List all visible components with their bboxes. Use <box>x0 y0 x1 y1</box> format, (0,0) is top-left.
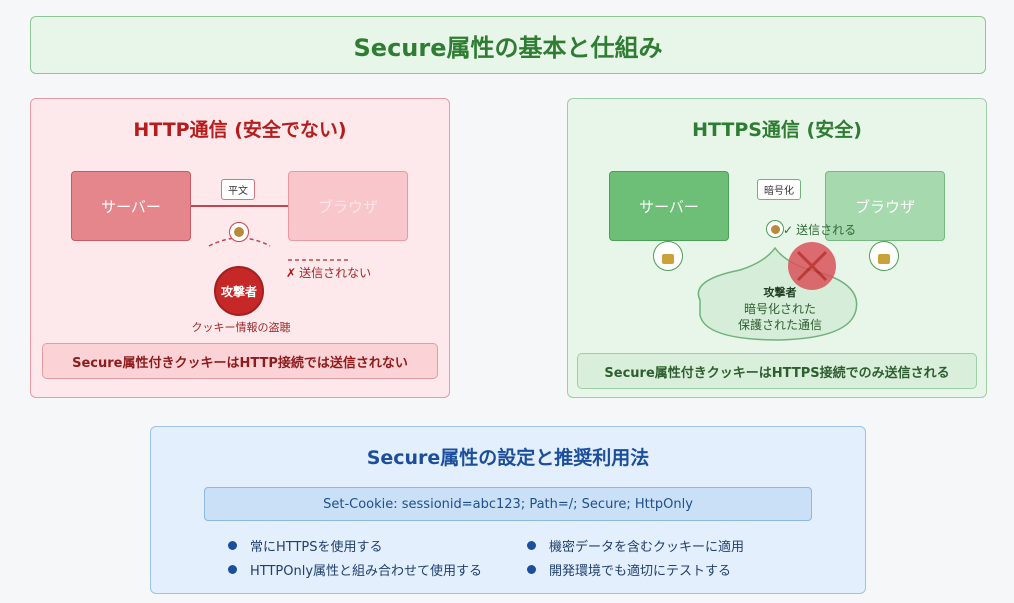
page-title: Secure属性の基本と仕組み <box>353 33 663 62</box>
https-sent-label: 送信される <box>796 223 857 237</box>
http-server-node: サーバー <box>71 171 191 241</box>
usage-bullet-1: 常にHTTPSを使用する <box>228 536 383 555</box>
https-panel-title: HTTPS通信 (安全) <box>692 119 862 141</box>
usage-bullet-text: 機密データを含むクッキーに適用 <box>549 540 745 555</box>
check-icon: ✓ <box>783 222 794 237</box>
http-browser-label: ブラウザ <box>317 197 378 216</box>
https-browser-label: ブラウザ <box>854 197 915 216</box>
http-blocked-row: ✗ 送信されない <box>286 264 371 281</box>
cross-icon: ✗ <box>286 265 297 280</box>
usage-title: Secure属性の設定と推奨利用法 <box>366 447 650 469</box>
http-theft-label: クッキー情報の盗聴 <box>191 321 291 334</box>
usage-bullet-2: HTTPOnly属性と組み合わせて使用する <box>228 560 482 579</box>
https-cookie-icon <box>766 220 784 238</box>
bubble-line1: 暗号化された <box>743 302 816 316</box>
https-server-node: サーバー <box>609 171 729 241</box>
http-panel-title: HTTP通信 (安全でない) <box>133 119 347 141</box>
http-attacker-label: 攻撃者 <box>220 284 257 299</box>
server-lock-icon <box>653 241 683 271</box>
http-browser-node: ブラウザ <box>288 171 408 241</box>
http-note: Secure属性付きクッキーはHTTP接続では送信されない <box>42 343 438 379</box>
browser-lock-icon <box>869 241 899 271</box>
usage-bullet-text: HTTPOnly属性と組み合わせて使用する <box>250 564 483 579</box>
bullet-dot-icon <box>527 565 536 574</box>
http-attacker-node: 攻撃者 <box>214 266 264 316</box>
set-cookie-code-text: Set-Cookie: sessionid=abc123; Path=/; Se… <box>323 496 693 512</box>
bullet-dot-icon <box>228 565 237 574</box>
https-note-text: Secure属性付きクッキーはHTTPS接続でのみ送信される <box>604 365 950 381</box>
http-server-label: サーバー <box>101 197 161 216</box>
https-server-label: サーバー <box>639 197 699 216</box>
blocked-attacker-icon <box>788 242 836 290</box>
http-plaintext-tag: 平文 <box>221 179 255 200</box>
https-sent-row: ✓ 送信される <box>783 221 856 238</box>
http-note-text: Secure属性付きクッキーはHTTP接続では送信されない <box>72 355 408 371</box>
blocked-x-icon <box>796 250 828 282</box>
page-title-box: Secure属性の基本と仕組み <box>30 16 986 74</box>
usage-bullet-text: 開発環境でも適切にテストする <box>549 564 732 579</box>
http-blocked-label: 送信されない <box>299 266 372 280</box>
set-cookie-code: Set-Cookie: sessionid=abc123; Path=/; Se… <box>204 487 812 521</box>
https-encrypted-tag: 暗号化 <box>757 179 801 200</box>
usage-bullet-3: 機密データを含むクッキーに適用 <box>527 536 744 555</box>
http-intercept-arc <box>208 237 271 247</box>
https-attacker-label: 攻撃者 <box>763 286 797 299</box>
usage-bullet-text: 常にHTTPSを使用する <box>250 540 383 555</box>
usage-bullet-4: 開発環境でも適切にテストする <box>527 560 731 579</box>
https-browser-node: ブラウザ <box>825 171 945 241</box>
https-panel: HTTPS通信 (安全) <box>567 98 987 398</box>
bullet-dot-icon <box>228 541 237 550</box>
bullet-dot-icon <box>527 541 536 550</box>
cookie-icon <box>229 222 249 242</box>
bubble-line2: 保護された通信 <box>737 318 822 332</box>
https-note: Secure属性付きクッキーはHTTPS接続でのみ送信される <box>577 353 977 389</box>
